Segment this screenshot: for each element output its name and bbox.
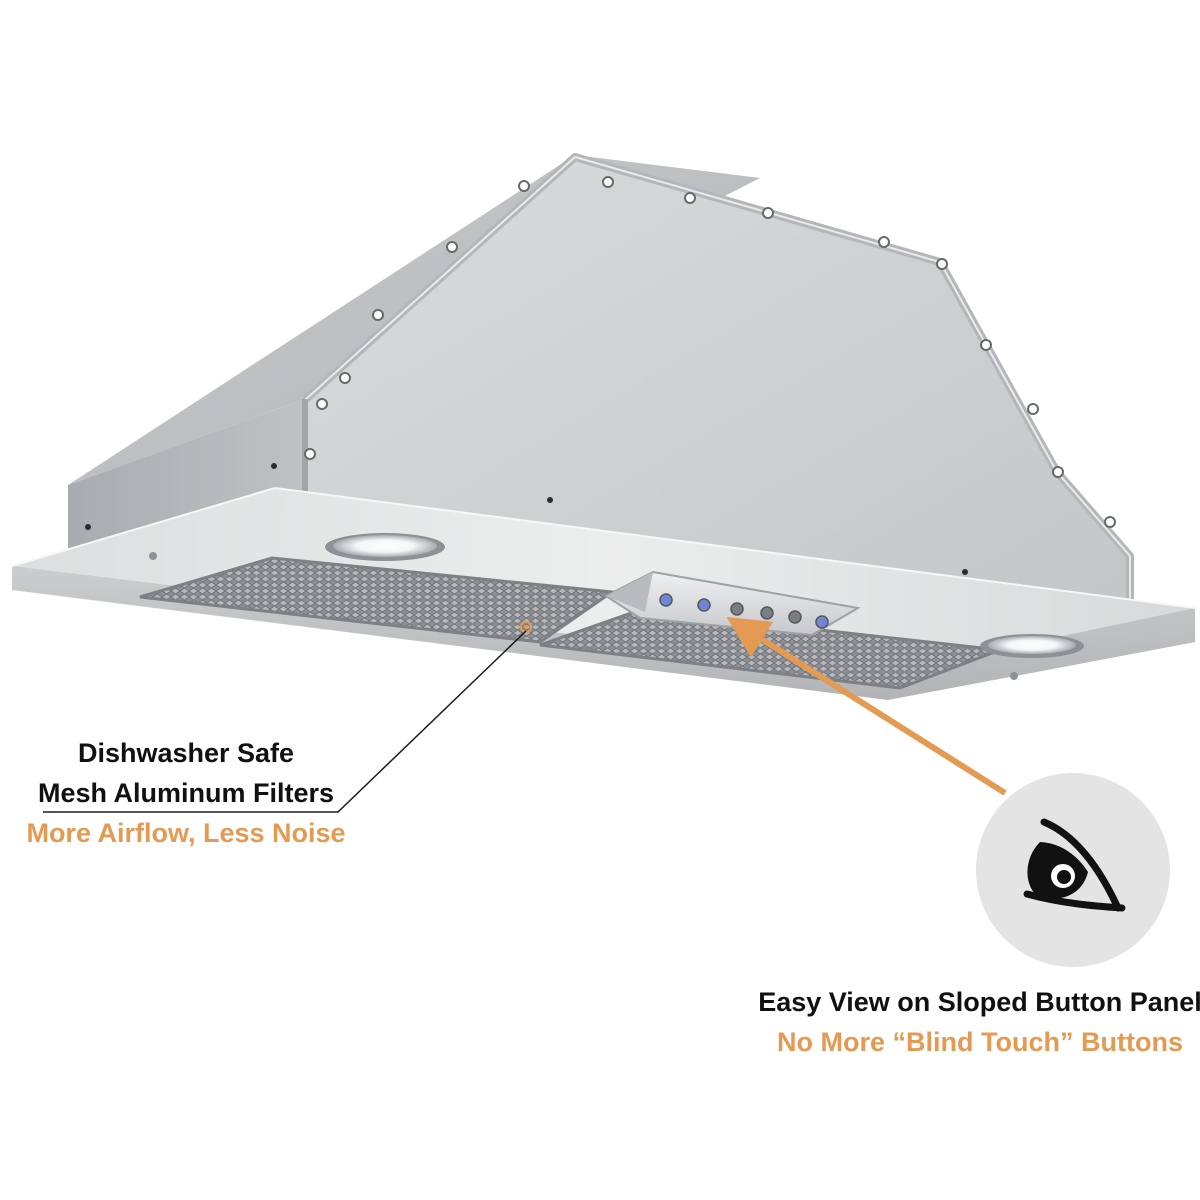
range-hood bbox=[11, 153, 1196, 700]
panel-button-6[interactable] bbox=[815, 615, 829, 629]
filters-callout-leader bbox=[43, 621, 532, 813]
eye-icon-badge bbox=[976, 773, 1170, 967]
eye-icon bbox=[1023, 818, 1126, 912]
hood-left-side bbox=[68, 399, 305, 560]
hood-screws bbox=[304, 176, 1116, 528]
button-panel-title: Easy View on Sloped Button Panel bbox=[758, 987, 1200, 1017]
filters-title-line1: Dishwasher Safe bbox=[77, 738, 295, 768]
button-panel-arrow bbox=[726, 617, 1007, 796]
led-light-left bbox=[325, 533, 445, 561]
button-panel-subtitle: No More “Blind Touch” Buttons bbox=[777, 1027, 1183, 1057]
filters-callout: Dishwasher Safe Mesh Aluminum Filters Mo… bbox=[0, 733, 372, 853]
sloped-button-panel bbox=[604, 570, 861, 637]
led-light-right bbox=[980, 634, 1084, 658]
panel-button-1[interactable] bbox=[659, 593, 673, 607]
button-panel-callout: Easy View on Sloped Button Panel No More… bbox=[740, 982, 1200, 1062]
filters-subtitle: More Airflow, Less Noise bbox=[26, 818, 346, 848]
panel-button-2[interactable] bbox=[697, 598, 711, 612]
panel-button-3[interactable] bbox=[730, 602, 744, 616]
panel-button-4[interactable] bbox=[760, 606, 774, 620]
panel-button-5[interactable] bbox=[788, 610, 802, 624]
filters-title-line2: Mesh Aluminum Filters bbox=[37, 778, 335, 808]
